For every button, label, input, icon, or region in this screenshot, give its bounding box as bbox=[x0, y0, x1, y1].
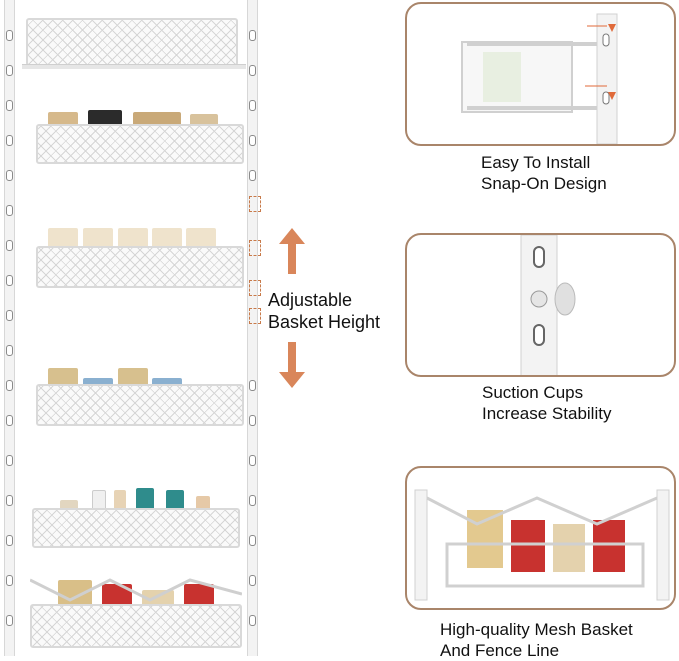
callout-1-line1: Easy To Install bbox=[481, 153, 591, 172]
callout-1-line2: Snap-On Design bbox=[481, 174, 607, 193]
adjustable-height-label: Adjustable Basket Height bbox=[268, 289, 380, 333]
basket bbox=[36, 124, 244, 164]
left-rail bbox=[4, 0, 15, 656]
basket bbox=[36, 384, 244, 426]
position-marker bbox=[249, 280, 261, 296]
basket bbox=[32, 508, 240, 548]
callout-2-line2: Increase Stability bbox=[482, 404, 612, 423]
callout-3-line1: High-quality Mesh Basket bbox=[440, 620, 633, 639]
product-image-rack bbox=[0, 0, 262, 656]
callout-caption-install: Easy To Install Snap-On Design bbox=[481, 152, 607, 194]
callout-panel-install bbox=[405, 2, 676, 146]
arrow-up-icon bbox=[279, 228, 305, 274]
callout-caption-suction: Suction Cups Increase Stability bbox=[482, 382, 611, 424]
basket bbox=[30, 604, 242, 648]
basket bbox=[36, 246, 244, 288]
arrow-down-icon bbox=[279, 342, 305, 388]
position-marker bbox=[249, 240, 261, 256]
position-marker bbox=[249, 308, 261, 324]
callout-panel-suction bbox=[405, 233, 676, 377]
snap-on-detail-image bbox=[461, 13, 618, 144]
position-marker bbox=[249, 196, 261, 212]
callout-3-line2: And Fence Line bbox=[440, 641, 560, 660]
basket bbox=[26, 18, 238, 66]
callout-panel-mesh bbox=[405, 466, 676, 610]
mesh-basket-detail-image bbox=[414, 489, 670, 601]
adjustable-height-line2: Basket Height bbox=[268, 312, 381, 332]
suction-cup-detail-image bbox=[520, 235, 576, 375]
callout-caption-mesh: High-quality Mesh Basket And Fence Line bbox=[440, 619, 633, 661]
right-rail bbox=[247, 0, 258, 656]
adjustable-height-line1: Adjustable bbox=[268, 290, 353, 310]
callout-2-line1: Suction Cups bbox=[482, 383, 584, 402]
fence-line bbox=[30, 578, 242, 602]
